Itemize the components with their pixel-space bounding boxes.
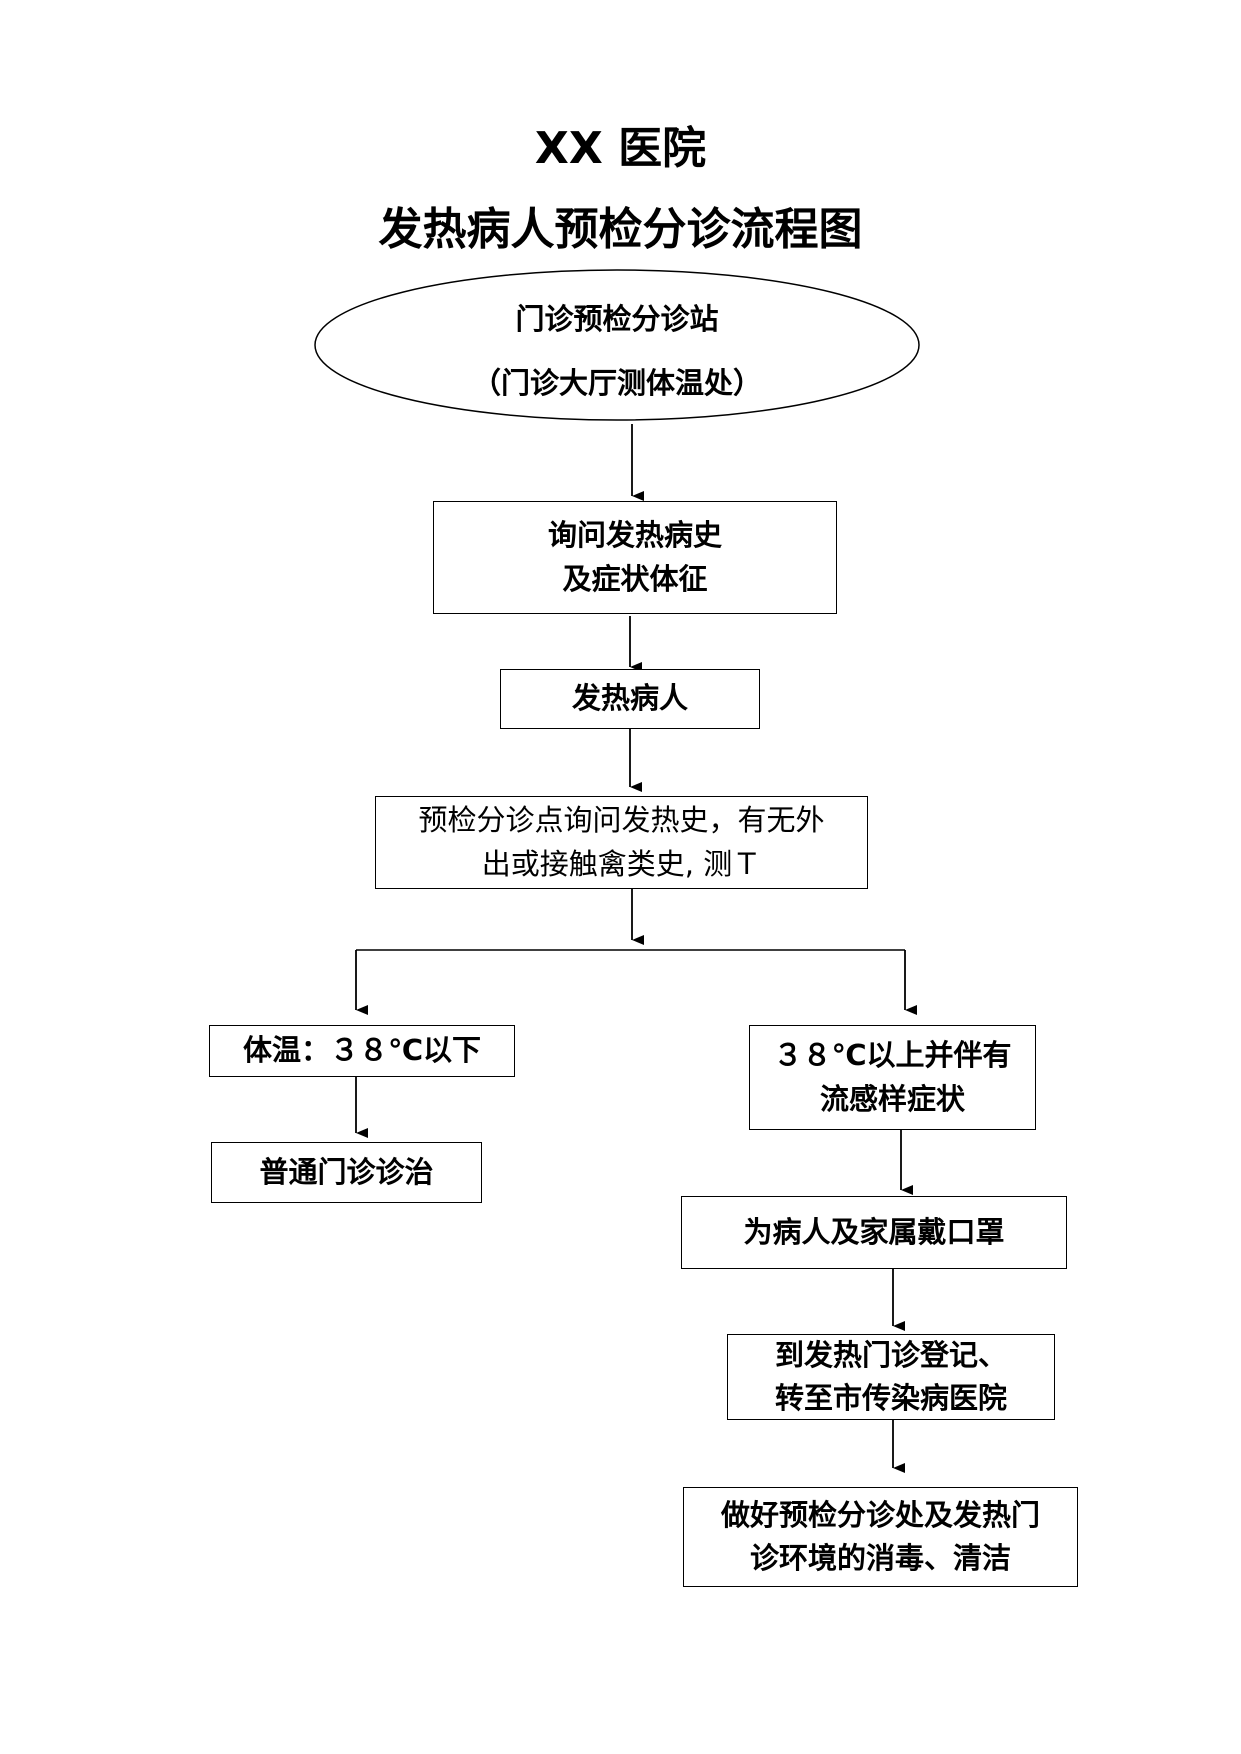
- triage-check-box: 预检分诊点询问发热史，有无外 出或接触禽类史, 测Ｔ: [375, 796, 868, 889]
- fever-patient-label: 发热病人: [571, 681, 688, 716]
- mask-label: 为病人及家属戴口罩: [743, 1214, 1005, 1249]
- hospital-title: XX 医院: [534, 123, 707, 174]
- station-label: 门诊预检分诊站 （门诊大厅测体温处）: [315, 296, 919, 402]
- normal-clinic-label: 普通门诊诊治: [259, 1154, 434, 1189]
- register-line2: 转至市传染病医院: [774, 1381, 1007, 1415]
- station-name: 门诊预检分诊站: [515, 302, 719, 336]
- temp-below-box: 体温：３８℃以下: [209, 1025, 515, 1077]
- inquiry-box: 询问发热病史 及症状体征: [433, 501, 837, 614]
- inquiry-line2: 及症状体征: [562, 561, 708, 596]
- fever-patient-box: 发热病人: [500, 669, 760, 729]
- temp-above-box: ３８℃以上并伴有 流感样症状: [749, 1025, 1036, 1130]
- temp-above-line1: ３８℃以上并伴有: [773, 1038, 1012, 1072]
- disinfect-line1: 做好预检分诊处及发热门: [720, 1497, 1040, 1532]
- station-location: （门诊大厅测体温处）: [471, 366, 762, 400]
- flowchart-title: 发热病人预检分诊流程图: [378, 204, 863, 255]
- mask-box: 为病人及家属戴口罩: [681, 1196, 1067, 1269]
- register-box: 到发热门诊登记、 转至市传染病医院: [727, 1334, 1055, 1420]
- inquiry-line1: 询问发热病史: [547, 518, 722, 552]
- temp-above-line2: 流感样症状: [819, 1081, 965, 1116]
- normal-clinic-box: 普通门诊诊治: [211, 1142, 482, 1203]
- triage-check-line1: 预检分诊点询问发热史，有无外: [418, 803, 825, 837]
- register-line1: 到发热门诊登记、: [774, 1337, 1007, 1372]
- temp-below-label: 体温：３８℃以下: [242, 1033, 482, 1068]
- disinfect-box: 做好预检分诊处及发热门 诊环境的消毒、清洁: [683, 1487, 1078, 1587]
- disinfect-line2: 诊环境的消毒、清洁: [749, 1541, 1011, 1575]
- station-ellipse: [314, 269, 920, 421]
- triage-check-line2: 出或接触禽类史, 测Ｔ: [481, 846, 762, 881]
